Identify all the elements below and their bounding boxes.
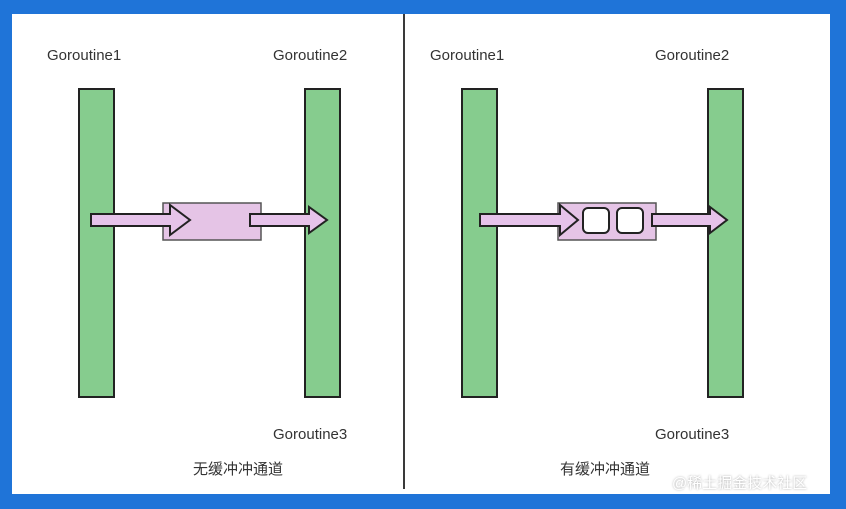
left-send-arrow — [90, 203, 192, 237]
buffer-slot-1 — [582, 207, 610, 234]
left-goroutine1-bar — [78, 88, 115, 398]
left-receive-arrow — [249, 205, 329, 235]
diagram-canvas — [12, 14, 830, 494]
panel-divider — [403, 14, 405, 489]
right-goroutine2-bar — [707, 88, 744, 398]
right-send-arrow — [479, 202, 580, 238]
watermark: @稀土掘金技术社区 — [672, 475, 808, 492]
left-goroutine1-label: Goroutine1 — [47, 47, 122, 64]
right-goroutine1-label: Goroutine1 — [430, 47, 505, 64]
buffer-slot-2 — [616, 207, 644, 234]
left-goroutine3-label: Goroutine3 — [273, 426, 348, 443]
right-receive-arrow — [651, 204, 729, 236]
right-goroutine3-label: Goroutine3 — [655, 426, 730, 443]
right-caption-buffered: 有缓冲冲通道 — [560, 461, 651, 478]
left-caption-unbuffered: 无缓冲冲通道 — [193, 461, 284, 478]
right-goroutine1-bar — [461, 88, 498, 398]
right-goroutine2-label: Goroutine2 — [655, 47, 730, 64]
left-goroutine2-bar — [304, 88, 341, 398]
left-goroutine2-label: Goroutine2 — [273, 47, 348, 64]
